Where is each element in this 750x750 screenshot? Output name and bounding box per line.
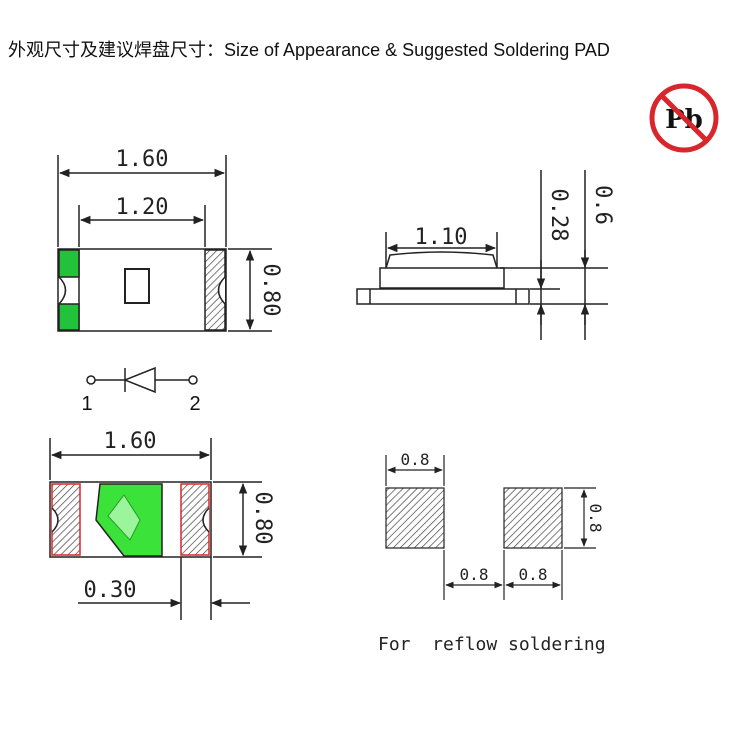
pin-2-label: 2 [189, 393, 200, 415]
diode-symbol [86, 366, 198, 394]
side-view [356, 170, 608, 340]
solder-pad-layout [385, 455, 596, 600]
top-inner-length-label: 1.20 [116, 195, 169, 220]
top-width-label: 0.80 [258, 264, 283, 317]
lens-length-label: 1.10 [415, 225, 468, 250]
reflow-note: For reflow soldering [378, 634, 606, 655]
lead-free-badge: Pb [649, 83, 719, 153]
pin-1-label: 1 [81, 393, 92, 415]
top-view [57, 155, 272, 332]
pad-gap-label: 0.8 [460, 565, 489, 584]
pad-width-label: 0.8 [401, 450, 430, 469]
pad-height-label: 0.8 [586, 504, 605, 533]
bottom-length-label: 1.60 [104, 429, 157, 454]
pad-width-2-label: 0.8 [519, 565, 548, 584]
top-length-label: 1.60 [116, 147, 169, 172]
bottom-width-label: 0.80 [250, 492, 275, 545]
body-height-label: 0.28 [546, 189, 571, 242]
bottom-view [49, 438, 262, 620]
terminal-width-label: 0.30 [84, 578, 137, 603]
total-height-label: 0.6 [590, 185, 615, 225]
page-title: 外观尺寸及建议焊盘尺寸：Size of Appearance & Suggest… [8, 40, 610, 60]
